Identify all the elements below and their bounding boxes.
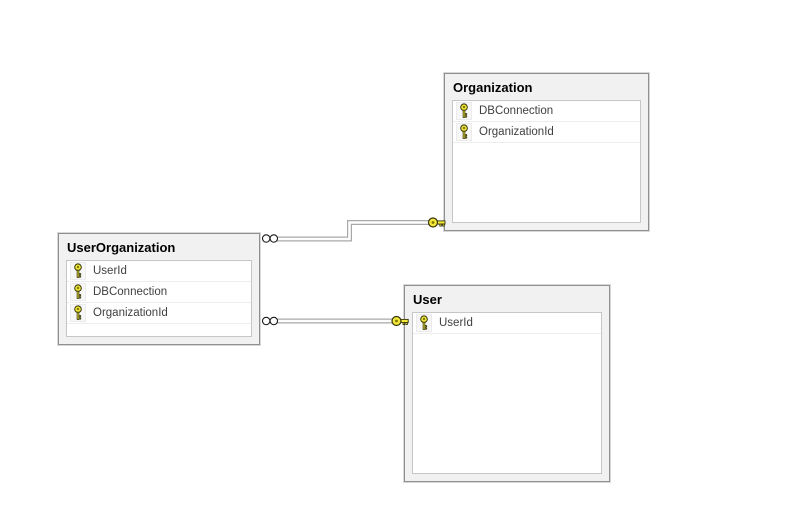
field-name: UserId [93,265,127,277]
infinity-icon [261,234,279,243]
field-name: UserId [439,317,473,329]
key-icon [427,217,446,228]
table-organization[interactable]: Organization DBConnection [443,72,650,232]
field-row-organization-dbconnection[interactable]: DBConnection [453,101,640,122]
field-row-user-userid[interactable]: UserId [413,313,601,334]
key-icon [416,314,432,332]
table-organization-field-list: DBConnection OrganizationId [452,100,641,223]
field-name: OrganizationId [93,307,168,319]
connector-userorganization-organization[interactable] [261,217,446,243]
key-icon [456,102,472,120]
table-user-field-list: UserId [412,312,602,474]
table-userorganization[interactable]: UserOrganization UserId [57,232,261,346]
key-icon [391,315,409,327]
key-icon [70,304,86,322]
table-userorganization-field-list: UserId DBConnection [66,260,252,337]
infinity-icon [261,316,279,326]
field-name: OrganizationId [479,126,554,138]
table-organization-title[interactable]: Organization [453,80,533,95]
table-user-title[interactable]: User [413,292,442,307]
field-name: DBConnection [93,286,168,298]
field-name: DBConnection [479,105,554,117]
key-icon [70,283,86,301]
key-icon [70,262,86,280]
field-row-userorganization-dbconnection[interactable]: DBConnection [67,282,251,303]
table-user[interactable]: User UserId [403,284,611,483]
table-userorganization-title[interactable]: UserOrganization [67,240,176,255]
field-row-userorganization-organizationid[interactable]: OrganizationId [67,303,251,324]
field-row-organization-organizationid[interactable]: OrganizationId [453,122,640,143]
field-row-userorganization-userid[interactable]: UserId [67,261,251,282]
key-icon [456,123,472,141]
connector-userorganization-user[interactable] [261,315,409,327]
